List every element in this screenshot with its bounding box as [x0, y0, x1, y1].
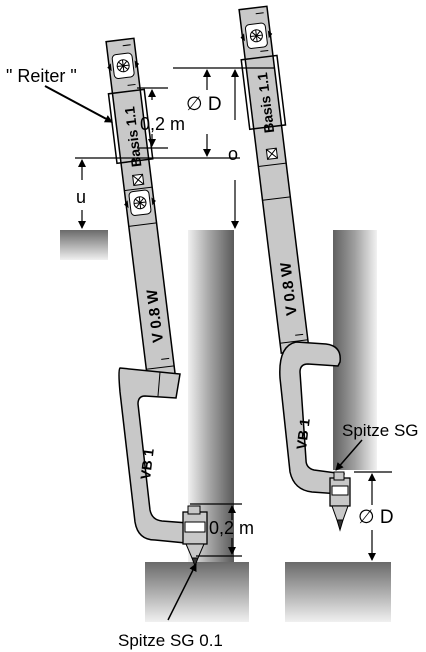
right-basis-text: Basis 1.1	[254, 71, 277, 133]
right-probe: Basis 1.1 V 0.8 W VB 1	[238, 5, 351, 532]
left-tip-head	[182, 505, 208, 568]
bottom-ground-right	[285, 562, 391, 622]
label-diameter-right: ∅ D	[358, 507, 394, 528]
left-ledge	[60, 230, 108, 260]
right-wall	[333, 230, 377, 470]
label-02m-top: 0,2 m	[140, 114, 185, 134]
dimension-lines	[44, 67, 392, 621]
label-reiter: " Reiter "	[6, 66, 77, 86]
label-u: u	[76, 187, 86, 207]
left-mid-level-icon	[124, 189, 156, 216]
right-v08w-text: V 0.8 W	[277, 261, 300, 317]
left-bend-section	[118, 367, 189, 544]
right-top-level-icon	[240, 22, 273, 49]
left-vb1-text: VB 1	[137, 447, 157, 480]
left-probe: Basis 1.1 V 0.8 W VB 1	[105, 37, 208, 568]
right-tip-head	[329, 471, 351, 532]
left-top-level-icon	[107, 52, 140, 79]
label-spitze-sg01: Spitze SG 0.1	[118, 631, 223, 650]
right-reiter-sleeve	[240, 54, 287, 131]
left-reiter-sleeve	[107, 88, 154, 165]
left-v08w-text: V 0.8 W	[144, 288, 167, 344]
left-basis-text: Basis 1.1	[121, 105, 144, 167]
label-spitze-sg-right: Spitze SG	[342, 421, 419, 440]
bottom-ground-left	[145, 562, 249, 622]
label-02m-bottom: 0,2 m	[209, 518, 254, 538]
label-o: o	[228, 144, 238, 164]
right-vb1-text: VB 1	[293, 417, 313, 450]
label-diameter-top: ∅ D	[186, 94, 222, 115]
right-bend-section	[279, 341, 345, 495]
